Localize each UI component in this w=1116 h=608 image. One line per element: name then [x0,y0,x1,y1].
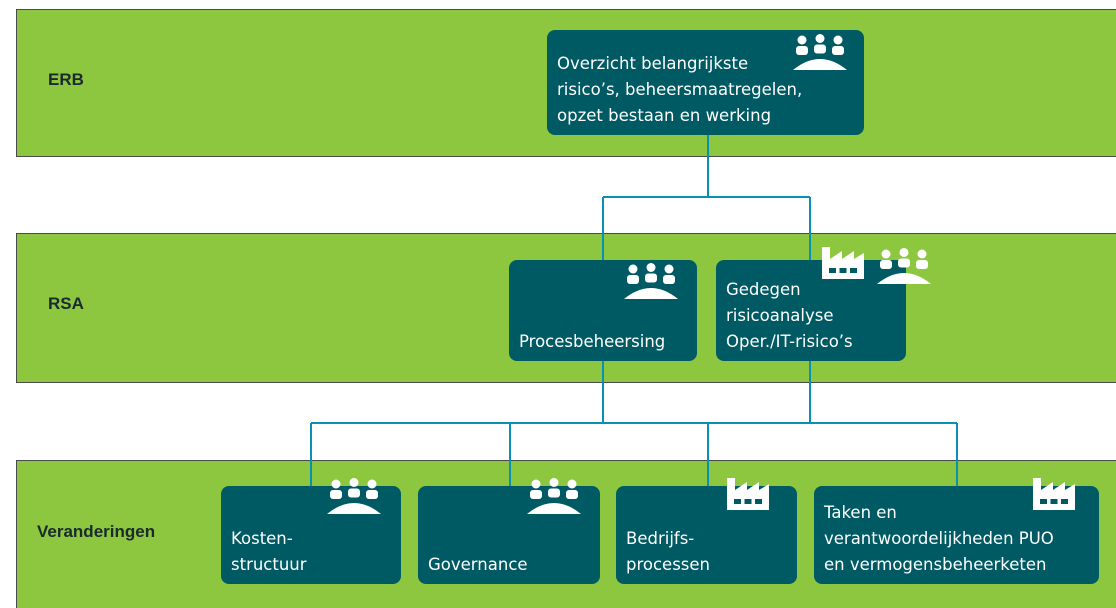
node-line: verantwoordelijkheden PUO [824,529,1054,548]
node-text: Gedegen risicoanalyse Oper./IT-risico’s [726,277,853,355]
node-line: Governance [428,555,528,574]
band-label-rsa: RSA [48,294,84,313]
factory-icon [821,245,865,279]
node-governance: Governance [418,486,600,584]
factory-icon [726,476,770,510]
people-icon [326,478,382,514]
node-line: Oper./IT-risico’s [726,332,853,351]
node-text: Procesbeheersing [519,329,665,355]
node-kostenstructuur: Kosten- structuur [221,486,401,584]
node-line: Kosten- [231,529,293,548]
people-icon [623,263,679,299]
people-icon [876,248,932,284]
node-line: Gedegen [726,280,801,299]
node-line: risicoanalyse [726,306,834,325]
node-gedegen-risicoanalyse: Gedegen risicoanalyse Oper./IT-risico’s [716,260,906,361]
node-line: Taken en [824,503,897,522]
people-icon [526,478,582,514]
node-line: en vermogensbeheerketen [824,555,1047,574]
node-line: opzet bestaan en werking [557,106,772,125]
node-procesbeheersing: Procesbeheersing [509,260,697,361]
node-text: Overzicht belangrijkste risico’s, beheer… [557,51,802,129]
node-text: Kosten- structuur [231,526,307,578]
node-text: Bedrijfs- processen [626,526,710,578]
band-label-veranderingen: Veranderingen [37,522,156,541]
node-taken-verantwoordelijkheden: Taken en verantwoordelijkheden PUO en ve… [814,486,1099,584]
node-line: structuur [231,555,307,574]
node-erb-overzicht: Overzicht belangrijkste risico’s, beheer… [547,30,864,135]
node-line: Procesbeheersing [519,332,666,351]
node-line: Overzicht belangrijkste [557,54,749,73]
node-text: Taken en verantwoordelijkheden PUO en ve… [824,500,1054,578]
node-text: Governance [428,552,528,578]
node-bedrijfsprocessen: Bedrijfs- processen [616,486,797,584]
band-label-erb: ERB [48,70,84,89]
node-line: Bedrijfs- [626,529,695,548]
node-line: processen [626,555,711,574]
node-line: risico’s, beheersmaatregelen, [557,80,803,99]
